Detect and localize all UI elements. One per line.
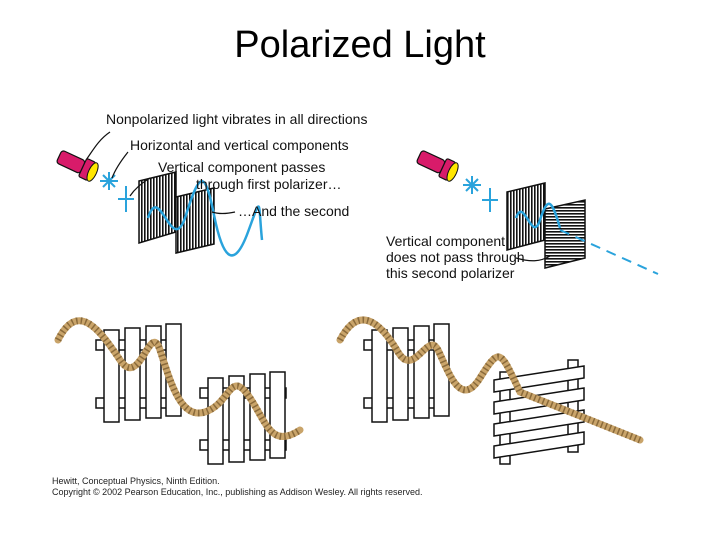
- label-and-second: …And the second: [238, 204, 349, 218]
- credit-line-1: Hewitt, Conceptual Physics, Ninth Editio…: [52, 476, 220, 486]
- label-not-pass-2: does not pass through: [386, 250, 525, 264]
- flashlight-icon: [55, 147, 101, 182]
- label-vertical-passes-1: Vertical component passes: [158, 160, 325, 174]
- label-not-pass-3: this second polarizer: [386, 266, 514, 280]
- label-components: Horizontal and vertical components: [130, 138, 349, 152]
- star-vibration-icon: [463, 176, 498, 212]
- label-not-pass-1: Vertical component: [386, 234, 505, 248]
- second-polarizer: [176, 188, 214, 253]
- credit-line-2: Copyright © 2002 Pearson Education, Inc.…: [52, 487, 423, 497]
- crossed-polarizer: [545, 200, 585, 268]
- picket-fence: [364, 324, 449, 422]
- label-nonpolarized: Nonpolarized light vibrates in all direc…: [106, 112, 367, 126]
- star-vibration-icon: [100, 172, 134, 212]
- flashlight-icon: [415, 147, 461, 182]
- label-vertical-passes-2: through first polarizer…: [196, 177, 342, 191]
